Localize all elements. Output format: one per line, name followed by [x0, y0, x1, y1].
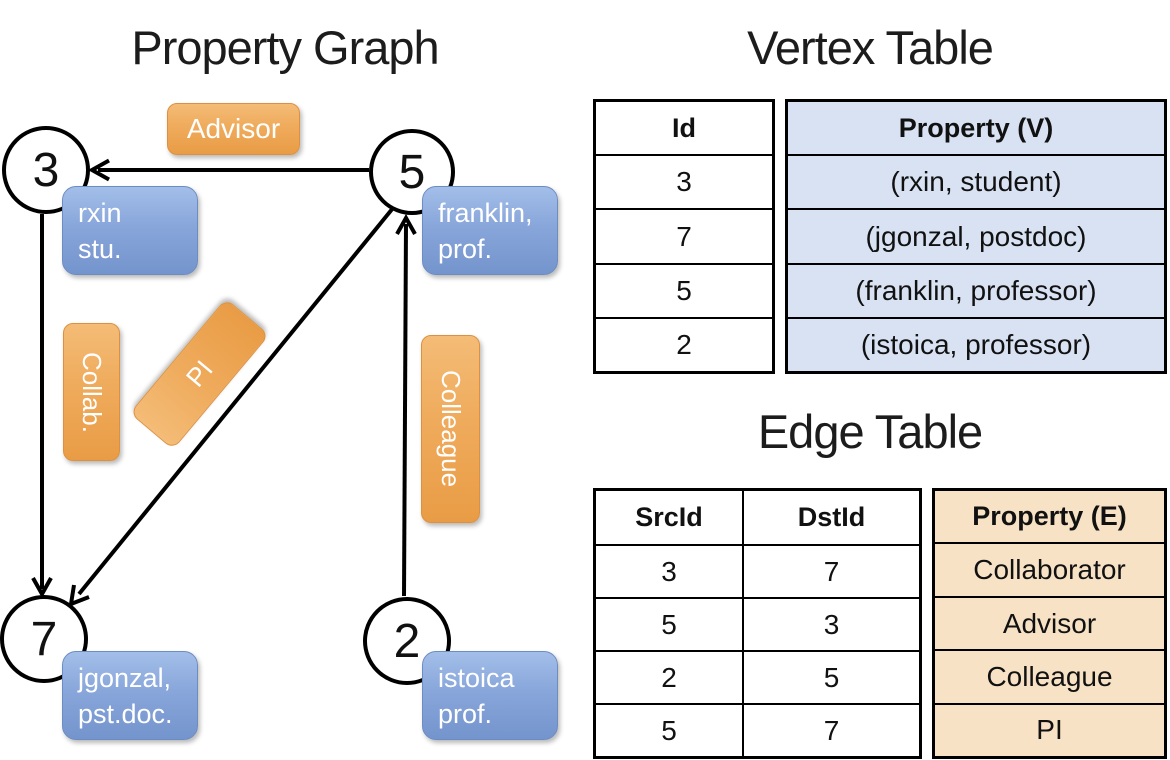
vertex-5-prop-line1: franklin, — [438, 198, 533, 228]
vertex-property-cell: (rxin, student) — [788, 154, 1164, 209]
vertex-table-title: Vertex Table — [747, 21, 994, 74]
vertex-5-prop-line2: prof. — [438, 234, 493, 265]
edge-table-header-srcid: SrcId — [635, 502, 703, 532]
vertex-id-cell: 2 — [596, 316, 772, 371]
arrowhead-at-3 — [87, 158, 110, 182]
vertex-table-id-column: Id 3 7 5 2 — [593, 99, 775, 374]
vertex-id-cell: 5 — [596, 262, 772, 317]
vertex-3-prop-line1: rxin — [78, 198, 122, 228]
edge-property-cell: Colleague — [935, 649, 1164, 703]
vertex-property-cell: (istoica, professor) — [788, 316, 1164, 372]
edge-property-cell: PI — [935, 702, 1164, 757]
vertex-property-box-7: jgonzal, pst.doc. — [62, 651, 198, 740]
vertex-id-cell: 7 — [596, 208, 772, 262]
vertex-7-prop-line2: pst.doc. — [78, 699, 173, 730]
vertex-table-header-id: Id — [672, 112, 696, 143]
graph-edges-layer — [31, 158, 417, 608]
node-7-id: 7 — [30, 612, 58, 666]
vertex-2-prop-line1: istoica — [438, 663, 515, 693]
node-5-id: 5 — [398, 145, 426, 199]
edge-table-header-dstid: DstId — [742, 491, 919, 544]
edge-label-advisor: Advisor — [167, 103, 300, 155]
edge-table-property-column: Property (E) Collaborator Advisor Collea… — [932, 488, 1167, 759]
vertex-id-cell: 3 — [596, 154, 772, 208]
edge-srcid-cell: 3 — [596, 544, 742, 597]
edge-table-title: Edge Table — [757, 405, 983, 458]
edge-dstid-cell: 7 — [742, 703, 919, 756]
arrowhead-at-7-vertical — [31, 577, 53, 599]
edge-label-colleague: Colleague — [421, 335, 480, 523]
graph-node-2: 2 — [363, 597, 451, 685]
edge-5-7 — [77, 206, 395, 596]
edge-srcid-cell: 5 — [596, 597, 742, 650]
edge-srcid-cell: 2 — [596, 650, 742, 703]
arrowhead-at-7-diagonal — [68, 584, 90, 608]
edge-dstid-cell: 3 — [742, 597, 919, 650]
node-2-id: 2 — [393, 614, 421, 668]
arrowhead-at-5 — [395, 213, 417, 235]
vertex-property-box-3: rxin stu. — [62, 186, 198, 275]
edge-property-cell: Advisor — [935, 595, 1164, 650]
edge-table-id-columns: SrcId DstId 3 7 5 3 2 5 5 7 — [593, 488, 922, 759]
edge-srcid-cell: 5 — [596, 703, 742, 756]
vertex-7-prop-line1: jgonzal, — [78, 663, 172, 693]
node-3-id: 3 — [32, 143, 60, 197]
edge-label-colleague-text: Colleague — [436, 370, 466, 488]
edge-table-header-property: Property (E) — [935, 491, 1164, 543]
vertex-property-box-5: franklin, prof. — [422, 186, 558, 275]
edge-label-collab-text: Collab. — [77, 351, 107, 433]
vertex-table-property-column: Property (V) (rxin, student) (jgonzal, p… — [785, 99, 1167, 374]
vertex-2-prop-line2: prof. — [438, 699, 493, 730]
edge-2-5 — [402, 223, 408, 597]
edge-label-advisor-text: Advisor — [186, 113, 281, 144]
vertex-property-cell: (franklin, professor) — [788, 262, 1164, 317]
edge-dstid-cell: 5 — [742, 650, 919, 703]
vertex-property-cell: (jgonzal, postdoc) — [788, 208, 1164, 263]
vertex-3-prop-line2: stu. — [78, 234, 122, 265]
edge-label-collab: Collab. — [63, 323, 120, 461]
property-graph-title: Property Graph — [131, 21, 439, 74]
edge-property-cell: Collaborator — [935, 542, 1164, 596]
vertex-table-header-property: Property (V) — [788, 102, 1164, 155]
edge-dstid-cell: 7 — [742, 544, 919, 597]
vertex-property-box-2: istoica prof. — [422, 651, 558, 740]
edge-label-pi-text: PI — [179, 354, 219, 393]
